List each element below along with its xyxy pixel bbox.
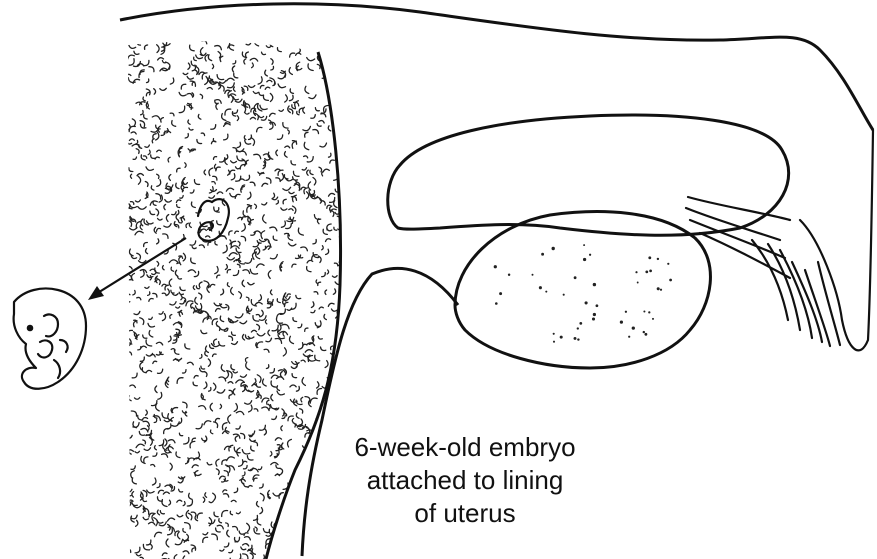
caption-line-3: of uterus (325, 497, 605, 530)
fimbriae (686, 130, 873, 350)
embryo-enlarged (14, 289, 86, 389)
caption-line-2: attached to lining (325, 464, 605, 497)
ovary-texture (494, 244, 672, 343)
diagram-caption: 6-week-old embryo attached to lining of … (325, 431, 605, 530)
caption-line-1: 6-week-old embryo (325, 431, 605, 464)
uterine-lining (126, 39, 345, 559)
fallopian-tube (388, 115, 789, 235)
